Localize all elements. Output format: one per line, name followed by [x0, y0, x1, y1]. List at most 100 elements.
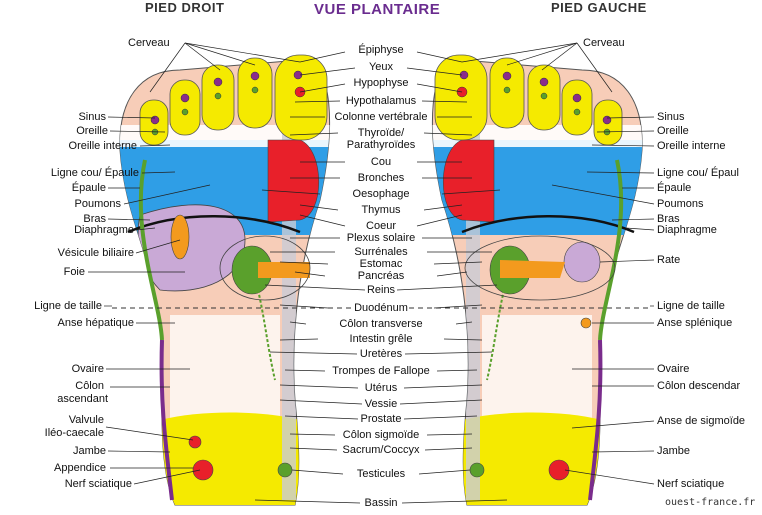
left-foot	[432, 54, 643, 506]
left-heel-zone	[462, 412, 602, 505]
label-plexus-solaire: Plexus solaire	[345, 232, 417, 245]
label-r-vesicule-biliaire: Vésicule biliaire	[57, 247, 134, 259]
label-testicules: Testicules	[355, 468, 407, 481]
left-heart-zone	[443, 139, 495, 223]
label-hypothalamus: Hypothalamus	[344, 95, 418, 108]
label-colon-transverse: Côlon transverse	[338, 318, 424, 331]
left-sciatic	[548, 459, 570, 481]
right-outer-edge	[138, 159, 164, 341]
header-left-foot: PIED GAUCHE	[551, 0, 647, 15]
label-l-oreille: Oreille	[657, 125, 689, 137]
label-l-nerf-sciatique: Nerf sciatique	[657, 478, 725, 490]
left-colon-zone	[482, 315, 592, 425]
right-heel-zone	[160, 412, 300, 505]
label-r-oreille: Oreille	[76, 125, 108, 137]
side-leader-lines	[88, 42, 655, 485]
label-l-sinus: Sinus	[657, 111, 685, 123]
right-toe-points	[150, 70, 306, 136]
label-cou: Cou	[369, 156, 393, 169]
label-r-oreille-interne: Oreille interne	[68, 140, 137, 152]
label-hypophyse: Hypophyse	[352, 77, 410, 90]
label-coeur: Coeur	[365, 220, 397, 233]
left-abdomen-outline	[464, 235, 616, 301]
label-r-bras: Bras	[83, 213, 106, 225]
label-l-poumons: Poumons	[657, 198, 704, 210]
label-reins: Reins	[365, 284, 397, 297]
label-bassin: Bassin	[363, 497, 399, 510]
label-r-sinus: Sinus	[78, 111, 106, 123]
left-lower-edge	[588, 339, 603, 501]
label-epiphyse: Épiphyse	[357, 44, 405, 57]
label-yeux: Yeux	[367, 61, 395, 74]
label-r-epaule: Épaule	[71, 182, 106, 194]
label-thyroide: Thyroïde/	[356, 127, 406, 140]
label-l-rate: Rate	[657, 254, 681, 266]
label-intestin-grele: Intestin grêle	[348, 333, 414, 346]
label-bronches: Bronches	[356, 172, 406, 185]
left-stomach	[500, 260, 565, 278]
label-l-oreille-interne: Oreille interne	[657, 140, 726, 152]
label-l-epaule: Épaule	[657, 182, 692, 194]
right-lower-edge	[159, 339, 174, 501]
label-r-cerveau: Cerveau	[128, 37, 170, 49]
label-r-jambe: Jambe	[72, 445, 106, 457]
label-r-anse-hepatique: Anse hépatique	[57, 317, 134, 329]
right-diaphragm-line	[127, 215, 301, 234]
right-colon-zone	[170, 315, 280, 425]
label-r-poumons: Poumons	[74, 198, 121, 210]
right-heart-zone	[267, 139, 319, 223]
label-r-ligne-de-taille: Ligne de taille	[34, 300, 102, 312]
label-l-ovaire: Ovaire	[657, 363, 690, 375]
label-trompes-de-fallope: Trompes de Fallope	[331, 365, 431, 378]
label-r-foie: Foie	[63, 266, 85, 278]
right-gallbladder	[170, 214, 190, 260]
label-l-diaphragme: Diaphragme	[657, 224, 717, 236]
label-thymus: Thymus	[360, 204, 402, 217]
label-r-ovaire: Ovaire	[71, 363, 104, 375]
header-right-foot: PIED DROIT	[145, 0, 225, 15]
label-estomac: Estomac	[358, 258, 404, 271]
label-r-ligne-cou-epaule: Ligne cou/ Épaule	[50, 167, 139, 179]
left-diaphragm-line	[461, 215, 635, 234]
label-l-cerveau: Cerveau	[583, 37, 625, 49]
label-r-ileo-caecale: Iléo-caecale	[44, 427, 104, 439]
left-testicle	[469, 462, 485, 478]
label-sacrum-coccyx: Sacrum/Coccyx	[341, 444, 421, 457]
label-r-ascendant: ascendant	[57, 393, 108, 405]
label-r-appendice: Appendice	[54, 462, 106, 474]
left-spleen	[563, 241, 601, 283]
label-duodenum: Duodénum	[353, 302, 409, 315]
leader-lines	[254, 51, 508, 504]
label-l-colon-descendant: Côlon descendar	[657, 380, 741, 392]
label-r-valvule: Valvule	[68, 414, 104, 426]
right-pancreas	[258, 262, 310, 278]
left-splenic-flexure	[580, 317, 592, 329]
label-prostate: Prostate	[359, 413, 403, 426]
label-vessie: Vessie	[363, 398, 399, 411]
label-r-colon: Côlon	[75, 380, 104, 392]
label-ureteres: Uretères	[358, 348, 404, 361]
right-sciatic	[192, 459, 214, 481]
label-l-anse-de-sigmoide: Anse de sigmoïde	[657, 415, 746, 427]
label-l-ligne-cou-epaule: Ligne cou/ Épaul	[657, 167, 739, 179]
left-ureter	[486, 289, 505, 381]
label-parathyroides: Parathyroïdes	[345, 139, 417, 152]
label-l-bras: Bras	[657, 213, 680, 225]
label-colon-sigmoide: Côlon sigmoïde	[341, 429, 421, 442]
label-r-nerf-sciatique: Nerf sciatique	[64, 478, 132, 490]
label-surrenales: Surrénales	[353, 246, 409, 259]
label-uterus: Utérus	[363, 382, 399, 395]
label-r-diaphragme: Diaphragme	[74, 224, 134, 236]
right-appendix	[188, 435, 202, 449]
label-l-jambe: Jambe	[657, 445, 691, 457]
label-l-ligne-de-taille: Ligne de taille	[657, 300, 725, 312]
right-ureter	[257, 289, 276, 381]
right-foot	[119, 54, 330, 506]
right-toes	[139, 54, 328, 146]
label-oesophage: Oesophage	[351, 188, 411, 201]
label-l-anse-splenique: Anse splénique	[657, 317, 733, 329]
right-abdomen-outline	[219, 235, 311, 301]
watermark: ouest-france.fr	[665, 497, 756, 508]
